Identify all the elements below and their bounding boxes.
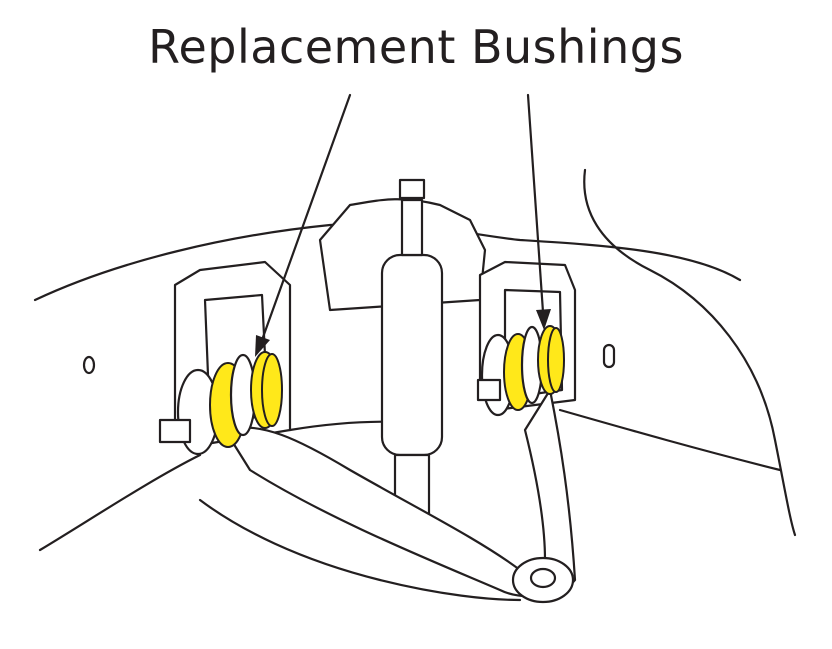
slot-right <box>602 343 616 369</box>
frame-line-right <box>558 408 782 472</box>
right-bolt-head <box>476 378 502 402</box>
inner-fender-line <box>583 168 797 537</box>
shock-rod <box>400 198 424 257</box>
left-arrow-line <box>260 93 352 342</box>
frame-line-left <box>38 453 202 552</box>
ball-joint-stud <box>529 567 557 589</box>
left-arrow-head <box>255 335 270 357</box>
shock-nut <box>398 178 426 200</box>
right-arrow-line <box>526 93 545 314</box>
hole-left <box>82 355 96 375</box>
frame-line-lower <box>198 498 522 602</box>
right-bushing-rear-ring <box>547 327 565 393</box>
right-arrow-head <box>536 309 551 330</box>
shock-absorber <box>380 253 444 457</box>
left-bolt-head <box>158 418 192 444</box>
left-bushing-rear-ring <box>261 353 283 427</box>
diagram-title: Replacement Bushings <box>148 20 684 74</box>
